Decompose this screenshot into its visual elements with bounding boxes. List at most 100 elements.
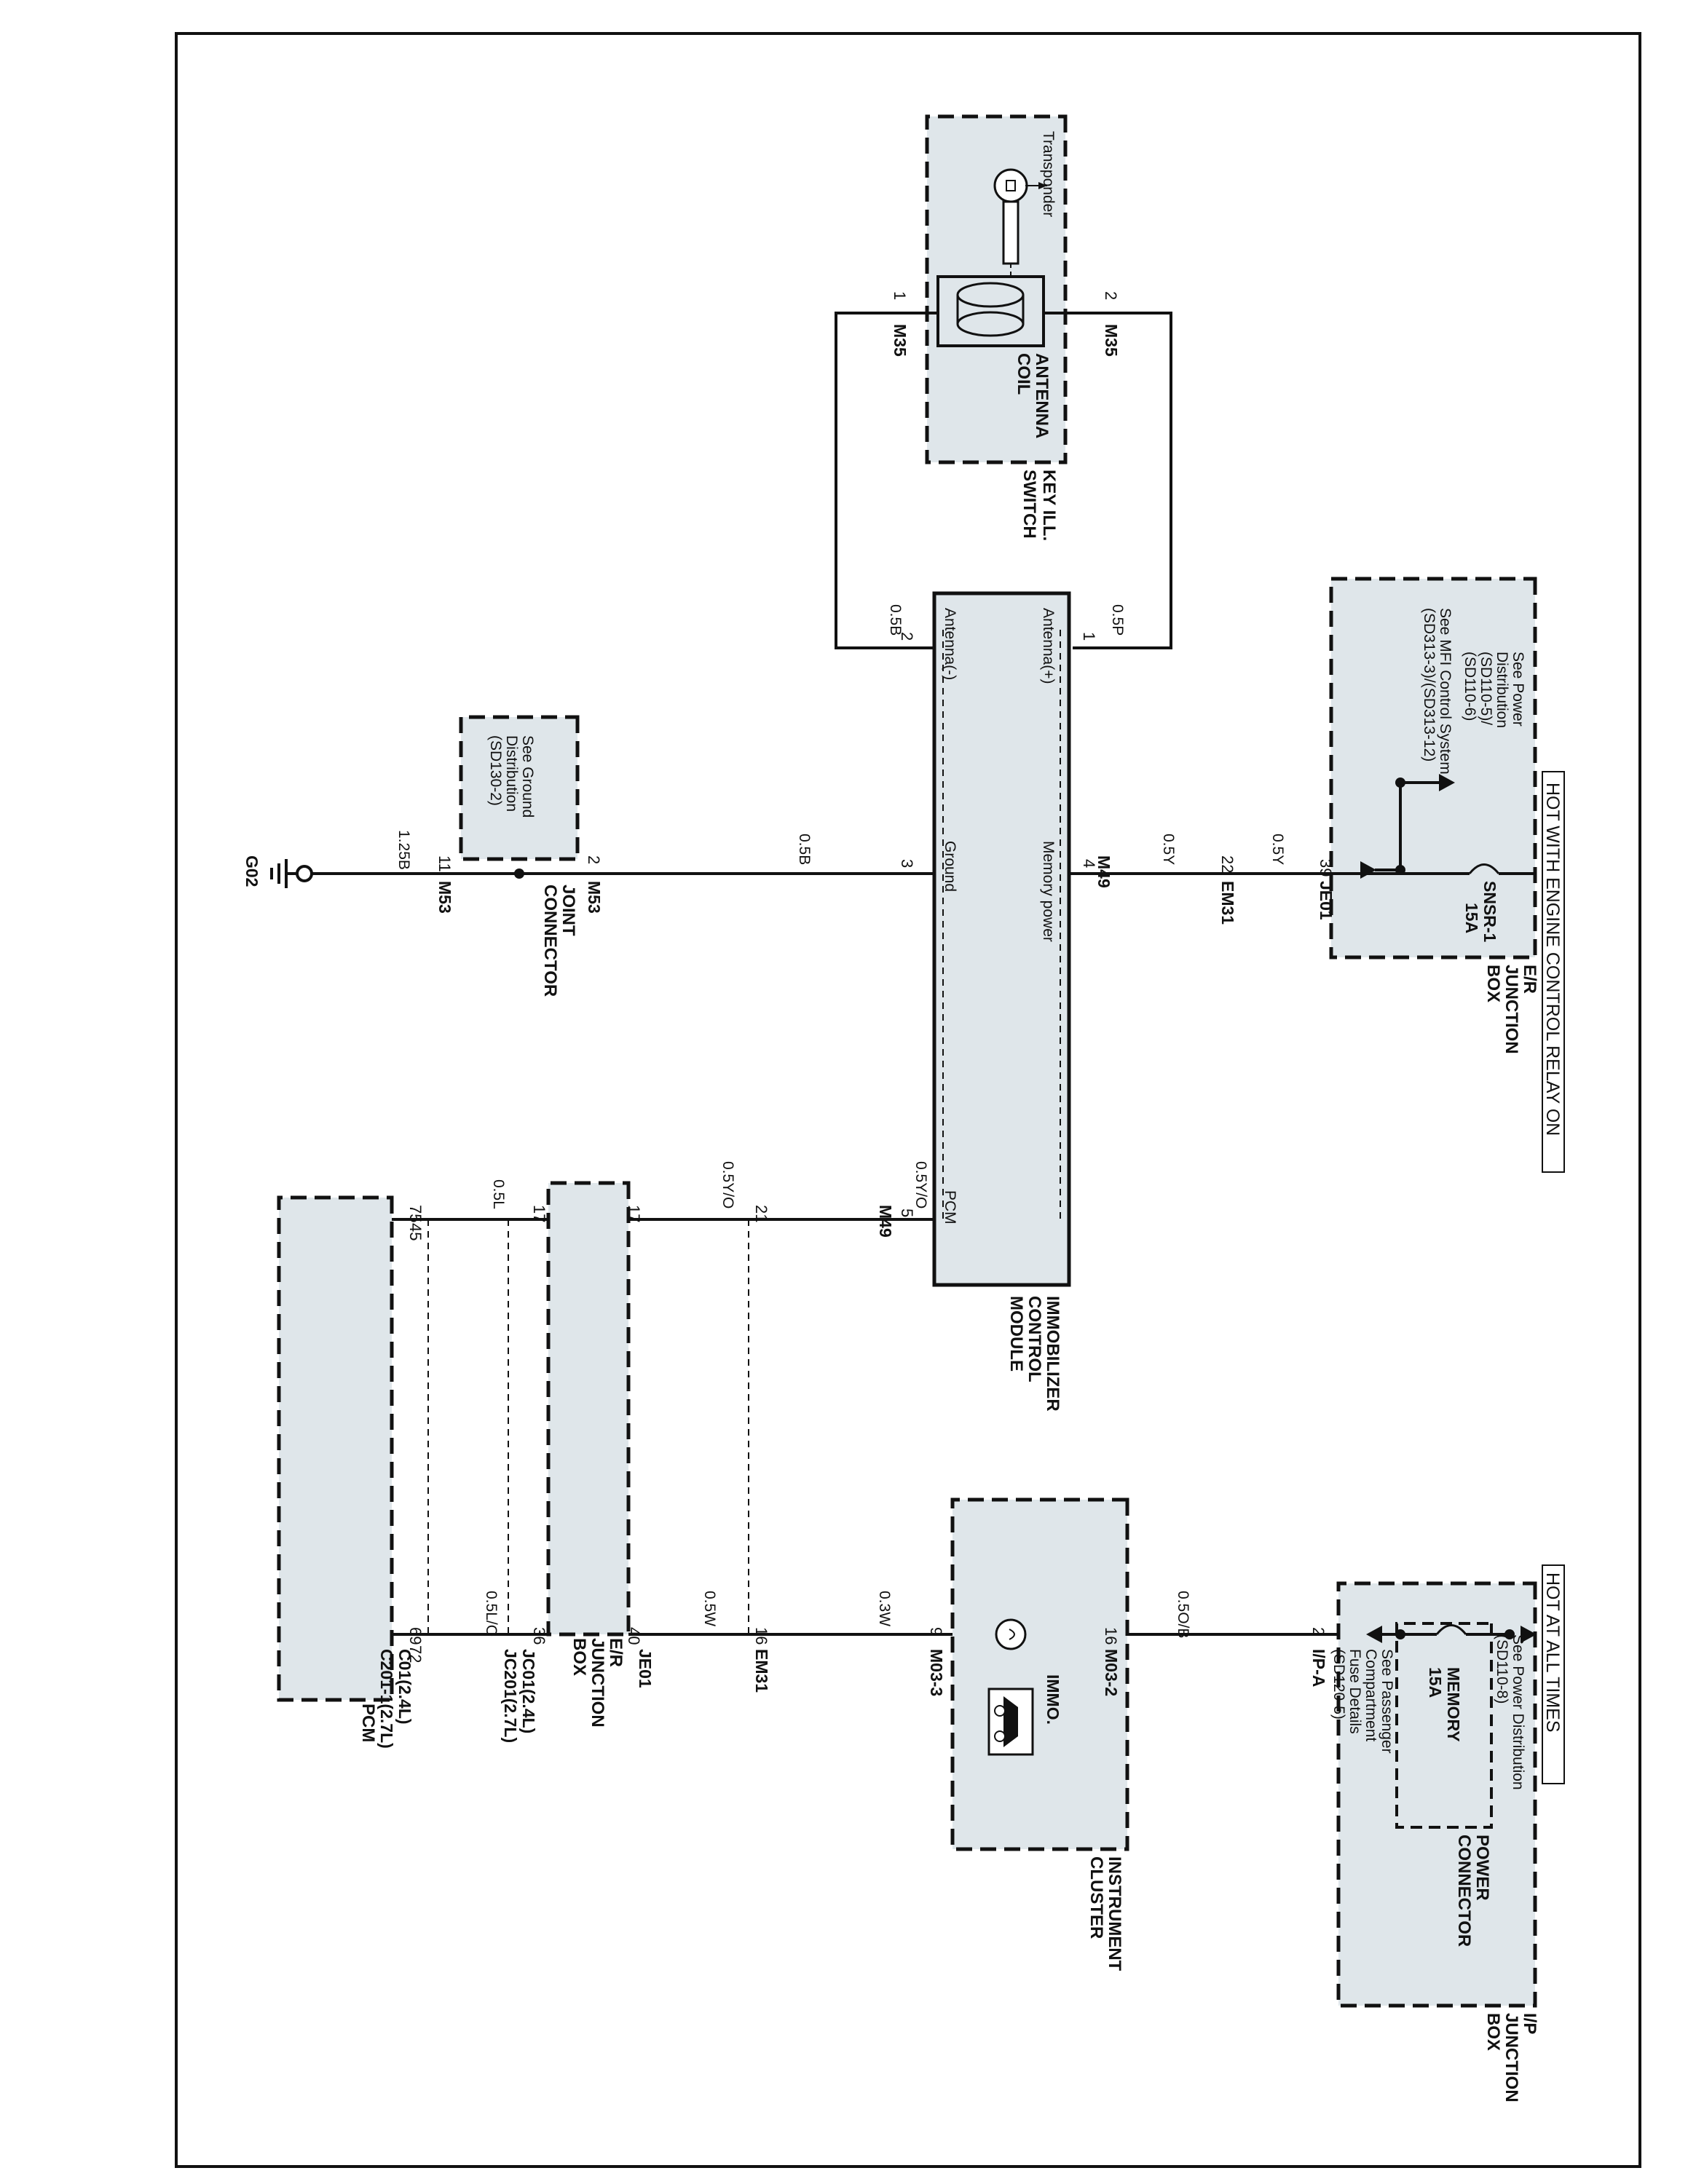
c01-pin-69: 69 bbox=[406, 1627, 425, 1645]
ip-passenger-ref: See Passenger Compartment Fuse Details (… bbox=[1330, 1649, 1395, 1757]
em31-pin-21: 21 bbox=[752, 1205, 770, 1222]
joint-pin-2: 2 bbox=[585, 855, 603, 864]
jc-label: JC01(2.4L) JC201(2.7L) bbox=[501, 1649, 538, 1743]
er-lower-pin-36: 36 bbox=[530, 1627, 548, 1645]
wire-label-0.5B-ground: 0.5B bbox=[796, 834, 813, 865]
m35-conn-top: M35 bbox=[891, 324, 910, 357]
antenna-coil-icon bbox=[956, 282, 1025, 337]
snsr-fuse-rating: 15A bbox=[1462, 903, 1481, 933]
joint-ground-ref: See Ground Distribution (SD130-2) bbox=[487, 735, 536, 822]
ip-junction-box bbox=[1336, 1581, 1537, 2008]
immobilizer-pin-label-3: Ground bbox=[942, 841, 958, 892]
je01-conn-a: JE01 bbox=[1317, 881, 1336, 920]
m49-conn-b: M49 bbox=[876, 1205, 895, 1238]
transponder-key-icon bbox=[993, 168, 1047, 291]
pcm-box bbox=[277, 1195, 394, 1702]
power-connector-name: POWER CONNECTOR bbox=[1454, 1835, 1492, 1947]
car-key-icon bbox=[987, 1688, 1034, 1756]
ip-passenger-arrow bbox=[1366, 1626, 1382, 1643]
joint-connector-name: JOINT CONNECTOR bbox=[540, 885, 578, 997]
m53-conn-a: M53 bbox=[585, 881, 604, 914]
m35-pin1: 1 bbox=[891, 291, 909, 300]
er-junction-box bbox=[1329, 577, 1537, 960]
em31-pin-16: 16 bbox=[752, 1627, 770, 1645]
memory-fuse-name: MEMORY bbox=[1444, 1667, 1463, 1742]
hot-always-header: HOT AT ALL TIMES bbox=[1542, 1572, 1563, 1733]
er-junction-name: E/R JUNCTION BOX bbox=[1483, 965, 1539, 1059]
m53-conn-b: M53 bbox=[435, 881, 454, 914]
er-lower-pin-40: 40 bbox=[625, 1627, 643, 1645]
immobilizer-name: IMMOBILIZER CONTROL MODULE bbox=[1006, 1296, 1062, 1416]
wire-label-0.5OB: 0.5O/B bbox=[1175, 1591, 1191, 1638]
wire-label-0.5Y-upper: 0.5Y bbox=[1269, 834, 1286, 865]
m03-2-conn: M03-2 bbox=[1102, 1649, 1121, 1696]
wire-label-0.5L: 0.5L bbox=[490, 1179, 507, 1209]
pcm-name: PCM bbox=[358, 1704, 378, 1742]
wire-label-0.5B-coil: 0.5B bbox=[887, 604, 904, 636]
m03-2-pin: 16 bbox=[1102, 1627, 1120, 1645]
wire-label-0.5P: 0.5P bbox=[1109, 604, 1126, 636]
instrument-cluster-box bbox=[950, 1497, 1129, 1851]
key-switch-name: KEY ILL. SWITCH bbox=[1019, 470, 1059, 546]
memory-fuse bbox=[1400, 1624, 1510, 1636]
m35-pin2: 2 bbox=[1102, 291, 1120, 300]
wire-label-0.5YO-lower: 0.5Y/O bbox=[719, 1161, 736, 1208]
immobilizer-pin-label-2: Antenna(-) bbox=[942, 608, 958, 680]
immobilizer-pin-label-4: Memory power bbox=[1040, 841, 1057, 942]
je01-conn-b: JE01 bbox=[636, 1649, 655, 1688]
immobilizer-pin-label-1: Antenna(+) bbox=[1040, 608, 1057, 684]
page-frame bbox=[175, 32, 1641, 2168]
immobilizer-pin-2: 2 bbox=[898, 632, 916, 641]
immo-lamp-icon bbox=[995, 1618, 1027, 1650]
immo-label: IMMO. bbox=[1044, 1674, 1062, 1725]
pcm-pin-75: 75 bbox=[406, 1205, 425, 1222]
joint-connector-box bbox=[459, 715, 580, 861]
er-junction-box-lower bbox=[546, 1181, 631, 1637]
snsr-fuse-name: SNSR-1 bbox=[1480, 881, 1499, 943]
ip-a-conn: I/P-A bbox=[1309, 1649, 1328, 1687]
er-lower-pin-17-bot: 17 bbox=[530, 1205, 548, 1222]
em31-pin-22: 22 bbox=[1218, 855, 1237, 873]
m03-3-pin: 9 bbox=[927, 1627, 945, 1636]
er-lower-name: E/R JUNCTION BOX bbox=[569, 1638, 626, 1732]
hot-relay-header-box bbox=[1542, 771, 1565, 1173]
immobilizer-module-box bbox=[932, 591, 1071, 1287]
er-power-arrow bbox=[1439, 774, 1455, 791]
joint-pin-11: 11 bbox=[435, 855, 454, 872]
m03-3-conn: M03-3 bbox=[927, 1649, 946, 1696]
immobilizer-pin-1: 1 bbox=[1080, 632, 1098, 641]
antenna-coil-label: ANTENNA COIL bbox=[1014, 353, 1052, 443]
m35-conn-bottom: M35 bbox=[1102, 324, 1121, 357]
m49-conn-a: M49 bbox=[1095, 855, 1113, 888]
wire-antenna-neg bbox=[835, 312, 934, 649]
c01-pin-72: 72 bbox=[406, 1645, 425, 1663]
wire-label-0.5W: 0.5W bbox=[701, 1591, 718, 1626]
er-mfi-ref: See MFI Control System (SD313-3)/(SD313-… bbox=[1421, 608, 1454, 779]
ground-label: G02 bbox=[242, 855, 261, 887]
immobilizer-pin-4: 4 bbox=[1080, 859, 1098, 868]
instrument-cluster-name: INSTRUMENT CLUSTER bbox=[1086, 1856, 1124, 1976]
wire-label-0.5LO: 0.5L/O bbox=[483, 1591, 500, 1637]
snsr-fuse bbox=[1400, 863, 1535, 875]
wire-label-0.5Y-lower: 0.5Y bbox=[1160, 834, 1177, 865]
ip-junction-name: I/P JUNCTION BOX bbox=[1483, 2013, 1539, 2107]
transponder-label: Transponder bbox=[1040, 131, 1057, 217]
wire-antenna-pos bbox=[1073, 312, 1172, 649]
immobilizer-pin-5: 5 bbox=[898, 1208, 916, 1217]
hot-relay-header: HOT WITH ENGINE CONTROL RELAY ON bbox=[1542, 783, 1563, 1136]
c01-label: C01(2.4L) C201-1(2.7L) bbox=[377, 1649, 414, 1749]
ip-power-arrow bbox=[1521, 1626, 1537, 1643]
em31-conn-a: EM31 bbox=[1218, 881, 1237, 925]
immobilizer-pin-3: 3 bbox=[898, 859, 916, 868]
pcm-pin-45: 45 bbox=[406, 1223, 425, 1241]
hot-always-header-box bbox=[1542, 1564, 1565, 1784]
wire-label-1.25B: 1.25B bbox=[395, 830, 412, 870]
wire-label-0.5YO-upper: 0.5Y/O bbox=[912, 1161, 929, 1208]
antenna-coil-box bbox=[936, 275, 1045, 347]
er-power-ref: See Power Distribution (SD110-5)/ (SD110… bbox=[1462, 652, 1526, 732]
ip-a-pin: 2 bbox=[1309, 1627, 1328, 1636]
joint-node bbox=[514, 869, 524, 879]
ip-power-ref: See Power Distribution (SD110-8) bbox=[1494, 1634, 1526, 1794]
ground-symbol-icon bbox=[270, 859, 313, 888]
